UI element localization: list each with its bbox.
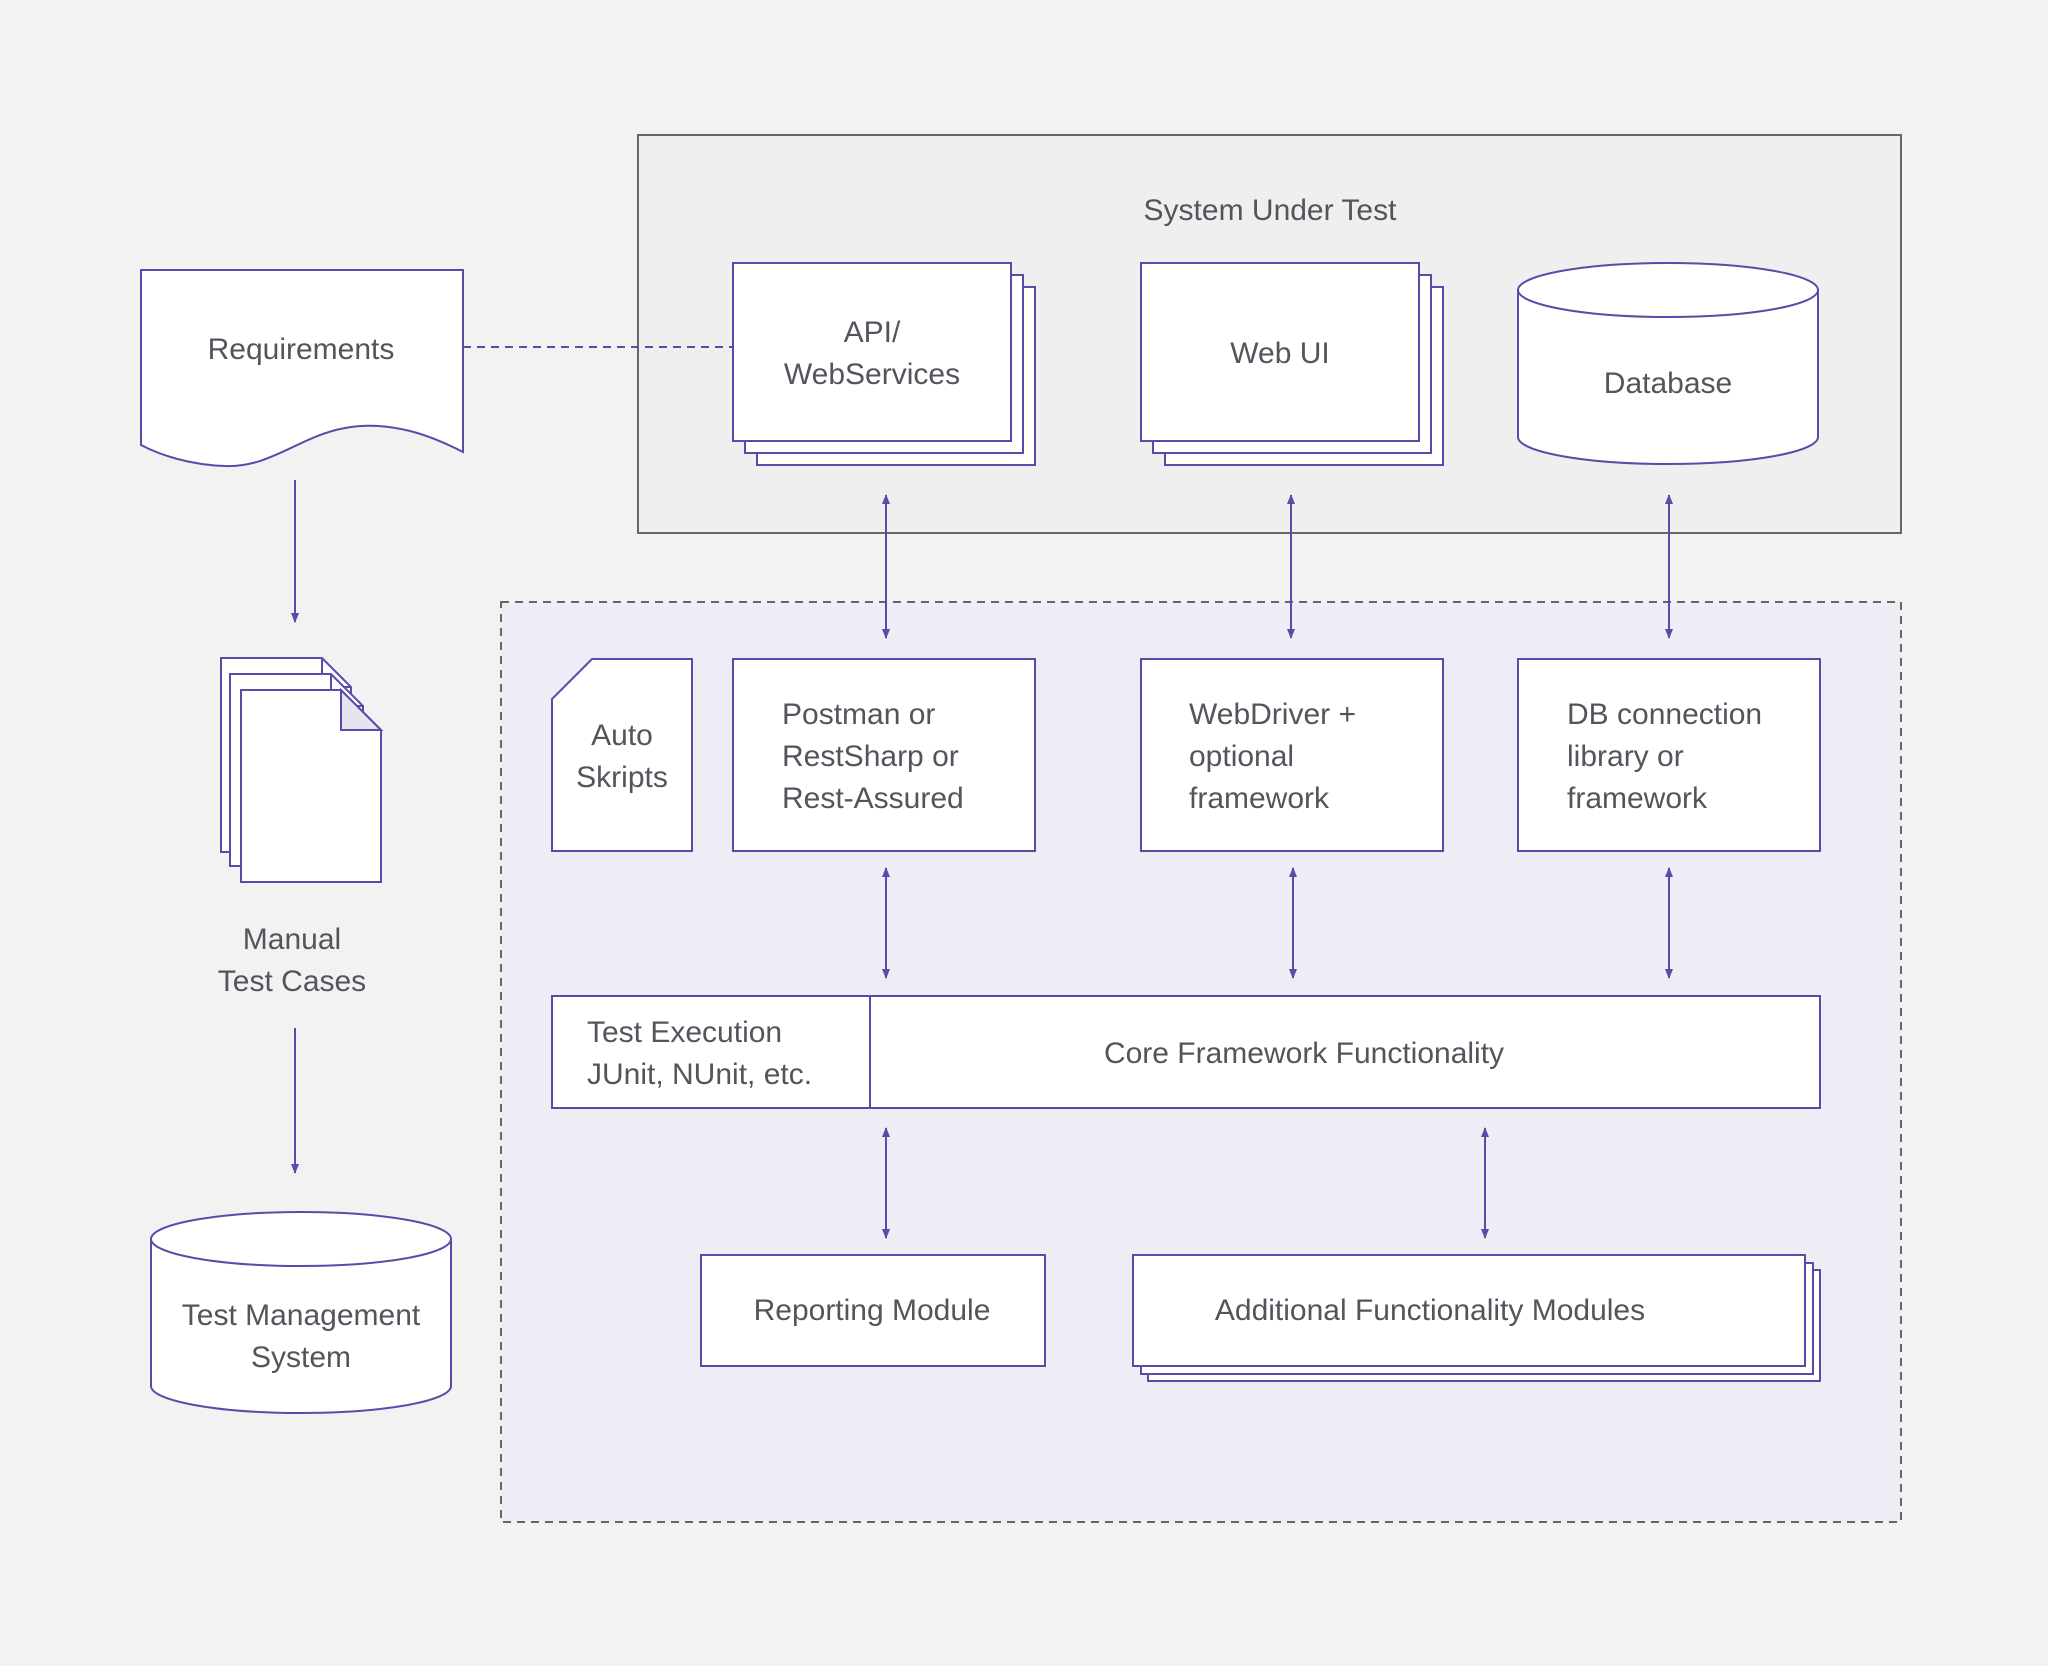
reporting-module-node[interactable]: Reporting Module xyxy=(700,1254,1046,1367)
api-webservices-node[interactable]: API/ WebServices xyxy=(732,262,1036,466)
webdriver-line2: optional xyxy=(1189,740,1294,773)
reporting-module-label: Reporting Module xyxy=(754,1294,991,1327)
api-webservices-line2: WebServices xyxy=(784,358,960,391)
db-connection-line3: framework xyxy=(1567,782,1708,815)
core-framework-node[interactable]: Test Execution JUnit, NUnit, etc. Core F… xyxy=(551,995,1821,1109)
db-connection-line2: library or xyxy=(1567,740,1684,773)
web-ui-node[interactable]: Web UI xyxy=(1140,262,1444,466)
additional-modules-label: Additional Functionality Modules xyxy=(1215,1294,1645,1327)
webdriver-node[interactable]: WebDriver + optional framework xyxy=(1140,658,1444,852)
requirements-label: Requirements xyxy=(208,333,395,366)
db-connection-node[interactable]: DB connection library or framework xyxy=(1517,658,1821,852)
test-management-line1: Test Management xyxy=(182,1299,421,1332)
db-connection-line1: DB connection xyxy=(1567,698,1762,731)
test-execution-line2: JUnit, NUnit, etc. xyxy=(587,1058,812,1091)
additional-modules-node[interactable]: Additional Functionality Modules xyxy=(1132,1254,1821,1382)
database-node[interactable]: Database xyxy=(1517,262,1819,465)
test-management-line2: System xyxy=(251,1341,351,1374)
api-webservices-line1: API/ xyxy=(844,316,901,349)
auto-skripts-node[interactable]: Auto Skripts xyxy=(551,658,693,852)
manual-test-cases-line2: Test Cases xyxy=(218,965,366,998)
postman-line3: Rest-Assured xyxy=(782,782,964,815)
postman-restsharp-node[interactable]: Postman or RestSharp or Rest-Assured xyxy=(732,658,1036,852)
postman-line2: RestSharp or xyxy=(782,740,959,773)
database-label: Database xyxy=(1604,367,1732,400)
auto-skripts-line1: Auto xyxy=(591,719,653,752)
webdriver-line3: framework xyxy=(1189,782,1330,815)
webdriver-line1: WebDriver + xyxy=(1189,698,1356,731)
manual-test-cases-line1: Manual xyxy=(243,923,341,956)
auto-skripts-line2: Skripts xyxy=(576,761,668,794)
requirements-node[interactable]: Requirements xyxy=(140,269,464,468)
test-execution-line1: Test Execution xyxy=(587,1016,782,1049)
manual-test-cases-icon[interactable] xyxy=(220,657,384,883)
system-under-test-title: System Under Test xyxy=(1144,194,1398,227)
test-management-system-node[interactable]: Test Management System xyxy=(150,1211,452,1414)
web-ui-label: Web UI xyxy=(1230,337,1329,370)
core-framework-label: Core Framework Functionality xyxy=(1104,1037,1504,1070)
postman-line1: Postman or xyxy=(782,698,935,731)
